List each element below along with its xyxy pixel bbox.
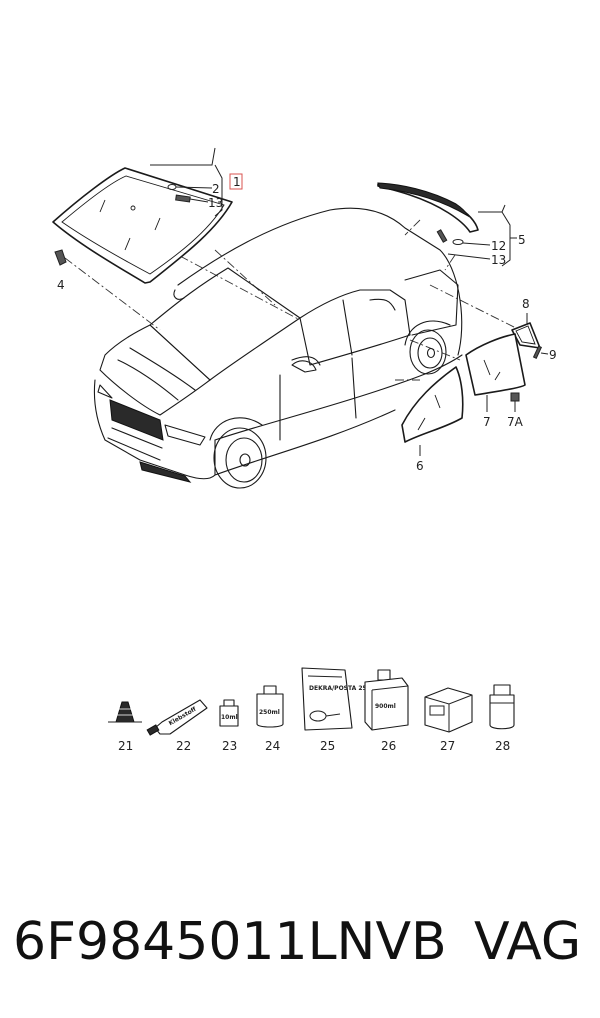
accessory-26-number: 26	[381, 739, 396, 753]
accessories-row: 21 Klebstoff 22 10ml 23 250ml 24 DEKRA/P…	[108, 667, 515, 753]
accessory-28-number: 28	[495, 739, 510, 753]
rear-window[interactable]	[377, 182, 479, 233]
accessory-23[interactable]: 10ml 23	[219, 699, 239, 753]
front-door-glass[interactable]	[401, 366, 464, 456]
callout-1-highlight-box	[229, 173, 243, 190]
accessory-25[interactable]: DEKRA/POSTA 25ml 25	[301, 667, 375, 753]
accessory-28[interactable]: 28	[489, 684, 515, 753]
callout-9[interactable]: 9	[549, 348, 557, 362]
accessory-27[interactable]: 27	[424, 687, 473, 753]
rear-door-glass[interactable]	[465, 333, 526, 412]
footer-bar: 6F9845011LNVB VAG	[0, 902, 600, 982]
brand-name: VAG	[474, 912, 582, 972]
accessory-21-number: 21	[118, 739, 133, 753]
accessory-22[interactable]: Klebstoff 22	[146, 699, 208, 753]
callout-bracket-1	[150, 147, 223, 217]
callout-2[interactable]: 2	[212, 182, 220, 196]
accessory-27-number: 27	[440, 739, 455, 753]
accessory-23-number: 23	[222, 739, 237, 753]
windshield-small-parts	[167, 184, 213, 203]
car-body	[93, 207, 463, 489]
callout-8[interactable]: 8	[522, 297, 530, 311]
callout-4[interactable]: 4	[57, 278, 65, 292]
windshield[interactable]	[52, 167, 233, 284]
callout-6[interactable]: 6	[416, 459, 424, 473]
accessory-24-number: 24	[265, 739, 280, 753]
accessory-24[interactable]: 250ml 24	[256, 685, 284, 753]
accessory-25-number: 25	[320, 739, 335, 753]
callout-13a[interactable]: 13	[208, 196, 223, 210]
mirror-mount-part	[54, 249, 67, 266]
accessory-21[interactable]: 21	[108, 701, 142, 753]
callout-labels: 1 2 13 4 5 12 13 8 9 7 7A 6	[57, 173, 557, 473]
part-9	[532, 345, 549, 359]
accessory-25-label: DEKRA/POSTA 25ml	[309, 685, 375, 692]
leader-lines	[64, 219, 531, 381]
callout-1[interactable]: 1	[233, 175, 241, 189]
accessory-23-label: 10ml	[221, 714, 238, 721]
callout-13b[interactable]: 13	[491, 253, 506, 267]
callout-7a[interactable]: 7A	[507, 415, 524, 429]
callout-12[interactable]: 12	[491, 239, 506, 253]
callout-5[interactable]: 5	[518, 233, 526, 247]
accessory-26[interactable]: 900ml 26	[364, 669, 409, 753]
accessory-24-label: 250ml	[259, 709, 280, 716]
rear-window-small-parts	[436, 204, 517, 267]
accessory-22-number: 22	[176, 739, 191, 753]
callout-7[interactable]: 7	[483, 415, 491, 429]
accessory-26-label: 900ml	[375, 703, 396, 710]
part-7a	[510, 392, 520, 412]
part-number: 6F9845011LNVB	[13, 912, 447, 972]
